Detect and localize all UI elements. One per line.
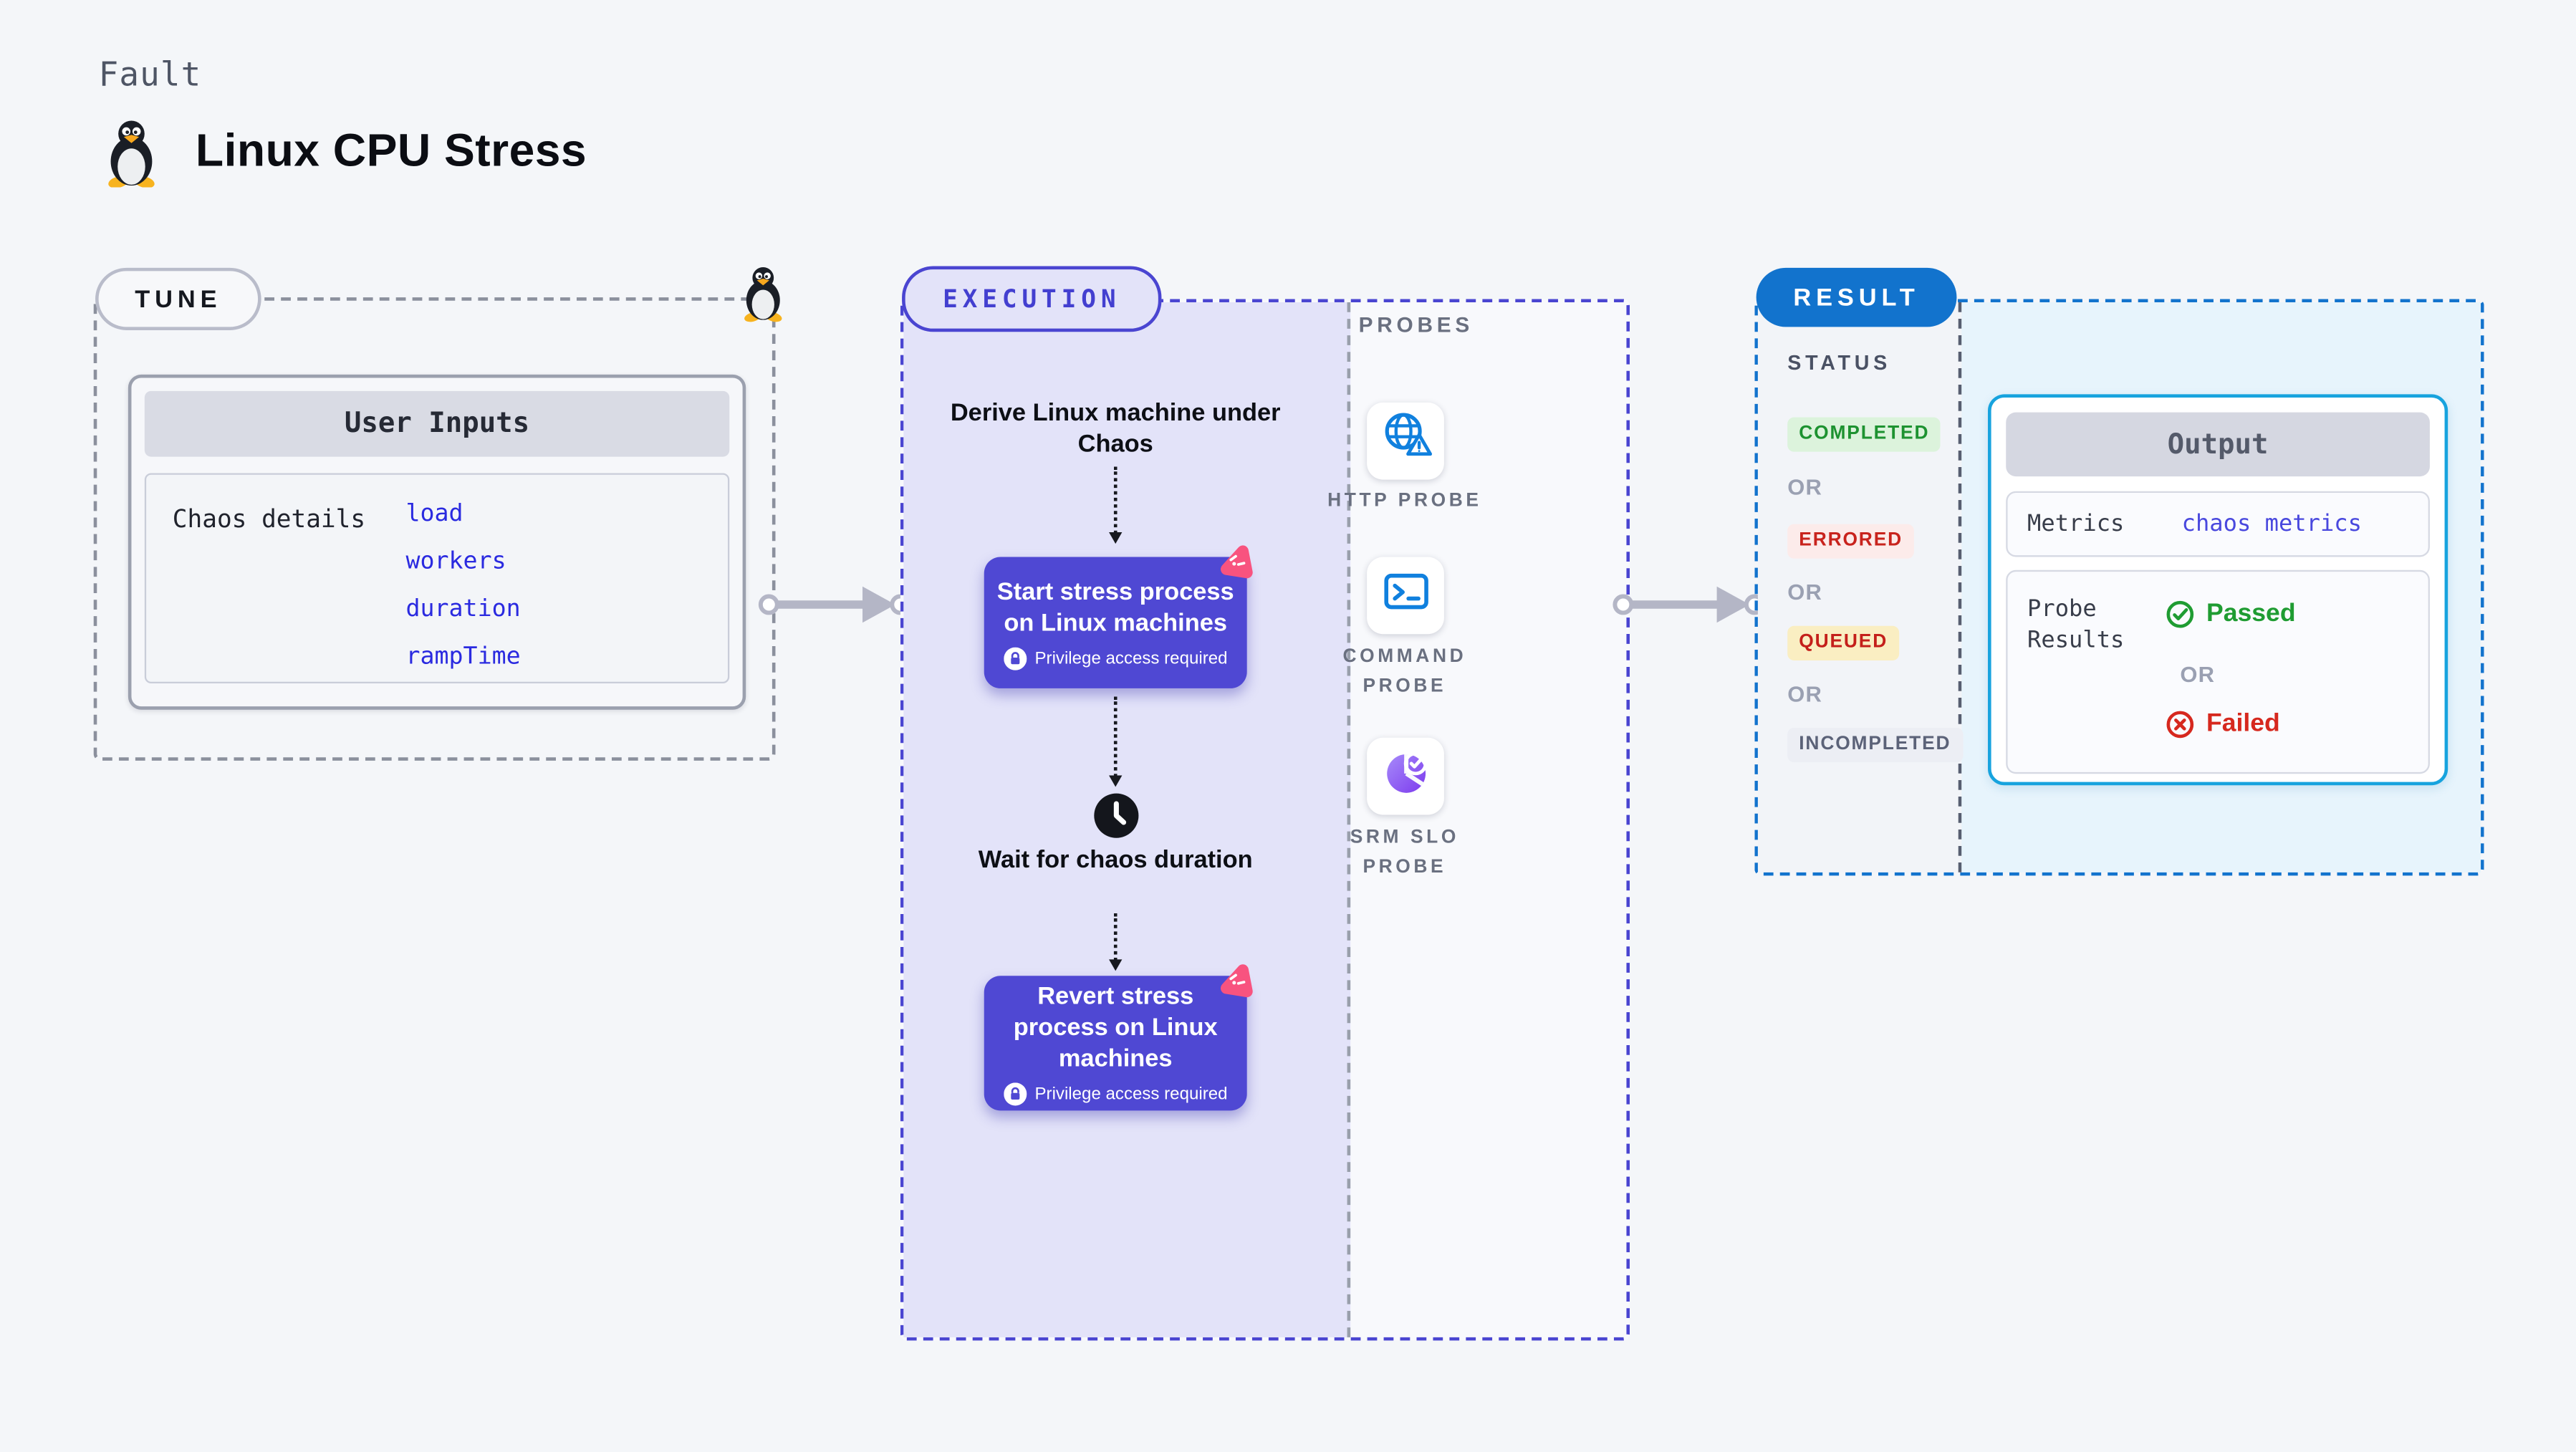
wait-step-label: Wait for chaos duration — [978, 846, 1253, 875]
srm-slo-probe-card — [1367, 737, 1444, 815]
status-queued-badge: QUEUED — [1787, 625, 1900, 660]
execution-section: Derive Linux machine under Chaos Start s… — [900, 299, 1630, 1341]
input-link-workers[interactable]: workers — [405, 548, 506, 575]
or-label: OR — [2180, 662, 2216, 687]
http-probe-label: HTTP PROBE — [1327, 491, 1482, 511]
command-probe-label: COMMAND PROBE — [1342, 647, 1467, 697]
metrics-row: Metrics chaos metrics — [2006, 491, 2430, 557]
user-inputs-card: User Inputs Chaos details load workers d… — [128, 374, 746, 710]
clock-icon — [1092, 792, 1140, 840]
status-incompleted-badge: INCOMPLETED — [1787, 727, 1963, 763]
http-probe-card — [1367, 402, 1444, 480]
terminal-icon — [1373, 559, 1438, 633]
tux-penguin-icon-small — [739, 264, 787, 322]
execution-badge: EXECUTION — [902, 266, 1162, 332]
chaos-details-row: Chaos details load workers duration ramp… — [144, 473, 730, 684]
output-card: Output Metrics chaos metrics Probe Resul… — [1988, 394, 2448, 786]
chaos-details-label: Chaos details — [172, 504, 366, 534]
check-circle-icon — [2166, 600, 2195, 629]
fault-kicker: Fault — [98, 54, 202, 94]
command-probe-card — [1367, 557, 1444, 635]
tune-badge: TUNE — [95, 267, 261, 330]
revert-stress-step: Revert stress process on Linux machines … — [984, 976, 1247, 1111]
or-label: OR — [1787, 474, 1822, 500]
page-title: Linux CPU Stress — [195, 125, 587, 176]
status-column — [1757, 302, 1962, 872]
status-errored-badge: ERRORED — [1787, 524, 1915, 559]
derive-step-label: Derive Linux machine under Chaos — [950, 399, 1281, 458]
chaos-metrics-link[interactable]: chaos metrics — [2181, 511, 2362, 537]
lock-icon — [1003, 646, 1027, 670]
tune-section — [93, 297, 776, 761]
start-stress-label: Start stress process on Linux machines — [996, 577, 1234, 637]
tux-penguin-icon — [102, 118, 161, 188]
status-completed-badge: COMPLETED — [1787, 417, 1941, 452]
execution-to-result-arrow — [1612, 575, 1767, 635]
revert-stress-label: Revert stress process on Linux machines — [1013, 982, 1218, 1073]
probes-title: PROBES — [1358, 312, 1474, 337]
flow-arrow-2 — [1109, 696, 1123, 787]
failed-label: Failed — [2206, 709, 2280, 738]
output-header: Output — [2006, 412, 2430, 477]
tune-to-execution-arrow — [757, 575, 912, 635]
failed-verdict: Failed — [2166, 710, 2280, 739]
probe-results-label: Probe Results — [2027, 596, 2125, 654]
metrics-label: Metrics — [2027, 511, 2125, 537]
or-label: OR — [1787, 580, 1822, 605]
flow-arrow-3 — [1109, 913, 1123, 971]
chaos-pinwheel-icon — [1216, 542, 1255, 582]
flow-arrow-1 — [1109, 466, 1123, 544]
user-inputs-header: User Inputs — [144, 390, 730, 457]
x-circle-icon — [2166, 710, 2195, 739]
input-link-load[interactable]: load — [405, 501, 463, 528]
privilege-note: Privilege access required — [1034, 648, 1228, 668]
privilege-note: Privilege access required — [1034, 1084, 1228, 1105]
start-stress-step: Start stress process on Linux machines P… — [984, 557, 1247, 688]
input-link-rampTime[interactable]: rampTime — [405, 644, 521, 670]
lock-icon — [1003, 1082, 1027, 1106]
result-badge: RESULT — [1756, 267, 1957, 327]
status-title: STATUS — [1787, 351, 1892, 375]
or-label: OR — [1787, 681, 1822, 707]
srm-slo-probe-label: SRM SLO PROBE — [1350, 827, 1459, 878]
passed-verdict: Passed — [2166, 600, 2296, 629]
chaos-pinwheel-icon — [1216, 961, 1255, 1001]
globe-alert-icon — [1373, 404, 1438, 478]
passed-label: Passed — [2206, 600, 2296, 628]
slo-pie-check-icon — [1373, 739, 1438, 813]
input-link-duration[interactable]: duration — [405, 596, 521, 623]
probe-results-row: Probe Results Passed OR — [2006, 569, 2430, 774]
